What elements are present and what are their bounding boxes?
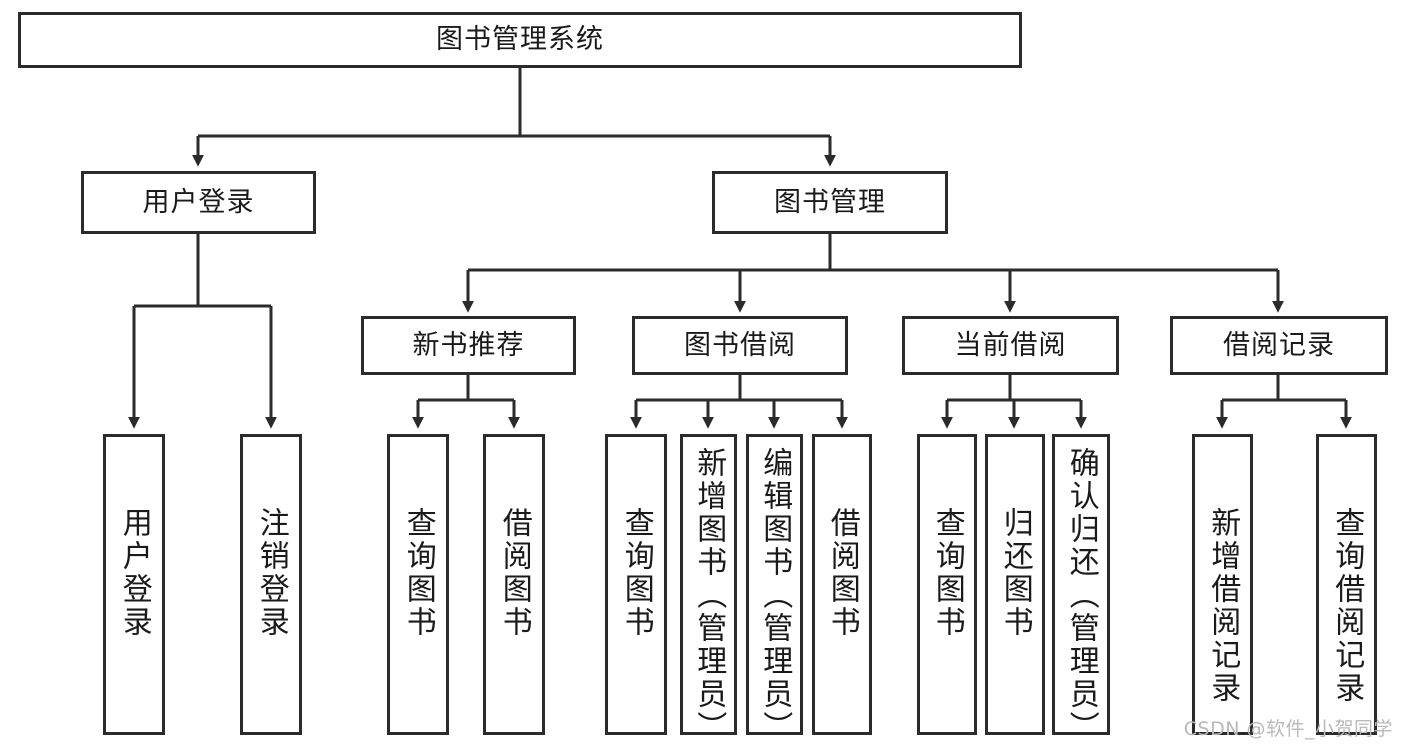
node-book-borrow[interactable]: 图书借阅 [632,316,848,375]
leaf-add-book-label: 新增图书（管理员） [691,447,727,744]
node-current-borrow[interactable]: 当前借阅 [902,316,1119,375]
leaf-borrow-book-2[interactable]: 借阅图书 [812,434,872,735]
leaf-query-record-label: 查询借阅记录 [1329,507,1365,705]
leaf-query-book-1-label: 查询图书 [400,507,436,639]
leaf-query-record[interactable]: 查询借阅记录 [1316,434,1377,735]
node-root-label: 图书管理系统 [436,24,604,56]
leaf-add-record-label: 新增借阅记录 [1205,507,1241,705]
leaf-return-book[interactable]: 归还图书 [985,434,1045,735]
leaf-return-book-label: 归还图书 [997,507,1033,639]
leaf-confirm-return[interactable]: 确认归还（管理员） [1052,434,1110,744]
leaf-user-logout-label: 注销登录 [253,507,289,639]
node-book-borrow-label: 图书借阅 [684,329,796,361]
leaf-query-book-2[interactable]: 查询图书 [605,434,667,735]
node-root[interactable]: 图书管理系统 [18,12,1022,68]
leaf-edit-book[interactable]: 编辑图书（管理员） [746,434,803,744]
node-user-login[interactable]: 用户登录 [81,171,316,234]
node-borrow-record[interactable]: 借阅记录 [1170,316,1388,375]
leaf-borrow-book-2-label: 借阅图书 [824,507,860,639]
node-book-management[interactable]: 图书管理 [712,171,948,234]
node-current-borrow-label: 当前借阅 [954,329,1067,361]
leaf-user-logout[interactable]: 注销登录 [240,434,302,735]
leaf-add-book[interactable]: 新增图书（管理员） [680,434,737,744]
leaf-query-book-3[interactable]: 查询图书 [917,434,977,735]
leaf-edit-book-label: 编辑图书（管理员） [757,447,793,744]
leaf-borrow-book-1[interactable]: 借阅图书 [483,434,545,735]
leaf-borrow-book-1-label: 借阅图书 [496,507,532,639]
node-borrow-record-label: 借阅记录 [1223,329,1335,361]
node-book-management-label: 图书管理 [774,186,886,218]
node-user-login-label: 用户登录 [142,186,255,218]
watermark-text: CSDN @软件_小贺同学 [1183,718,1393,740]
leaf-query-book-1[interactable]: 查询图书 [387,434,449,735]
leaf-add-record[interactable]: 新增借阅记录 [1192,434,1253,735]
leaf-confirm-return-label: 确认归还（管理员） [1063,447,1099,744]
leaf-query-book-2-label: 查询图书 [618,507,654,639]
leaf-user-login-label: 用户登录 [116,507,152,639]
node-new-book-recommend[interactable]: 新书推荐 [361,316,576,375]
node-new-book-recommend-label: 新书推荐 [412,329,525,361]
leaf-query-book-3-label: 查询图书 [929,507,965,639]
leaf-user-login[interactable]: 用户登录 [103,434,165,735]
